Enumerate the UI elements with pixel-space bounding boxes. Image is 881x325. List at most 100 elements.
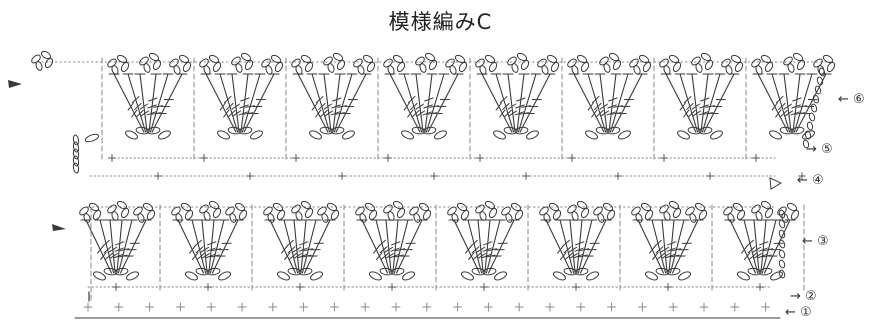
row3-treble-stitch (205, 253, 216, 259)
row6-treble-stitch (783, 103, 793, 110)
row3-picot (663, 211, 671, 221)
row6-picot (120, 61, 130, 73)
row3-chain-arch (586, 271, 599, 281)
row6-treble-stitch (775, 109, 782, 118)
row6-picot (235, 63, 243, 73)
row6-treble-stitch (790, 111, 800, 116)
row6-edge-chain (802, 139, 810, 149)
row6-treble-stitch (771, 73, 791, 133)
row3-picot (552, 209, 562, 221)
row3-picot (330, 209, 340, 221)
row3-treble-stitch (655, 246, 664, 254)
row6-treble-stitch (599, 103, 609, 110)
row3-treble-stitch (485, 254, 496, 258)
row3-picot (781, 213, 789, 223)
row3-edge-chain (778, 249, 786, 259)
row3-treble-stitch (293, 253, 302, 259)
row3-treble-stitch (749, 252, 758, 260)
row3-chain-arch (218, 271, 231, 281)
row3-picot (208, 200, 220, 210)
row6-treble-stitch (231, 73, 240, 133)
row3-treble-stitch (211, 248, 222, 252)
row3-treble-stitch (487, 219, 515, 274)
row3-treble-stitch (283, 219, 299, 274)
row3-picot (460, 209, 470, 221)
row3-treble-stitch (209, 254, 220, 258)
row3-treble-stitch (206, 247, 216, 252)
row3-treble-stitch (269, 219, 297, 274)
row6-treble-stitch (600, 110, 610, 117)
row3-treble-stitch (453, 219, 481, 274)
row6-picot (148, 52, 160, 62)
row3-treble-stitch (545, 219, 573, 274)
row6-picot (488, 61, 498, 73)
row6-edge-chain (804, 130, 812, 140)
row3-treble-stitch (669, 219, 685, 274)
row3-picot (543, 213, 551, 223)
row6-edge-chain (808, 112, 816, 122)
row6-treble-stitch (691, 103, 701, 110)
row3-treble-stitch (207, 241, 217, 246)
row3-treble-stitch (575, 241, 585, 246)
row3-treble-stitch (119, 219, 147, 274)
row6-treble-stitch (607, 104, 617, 109)
row6-treble-stitch (481, 73, 513, 133)
row6-picot (366, 61, 376, 73)
row3-treble-stitch (113, 253, 124, 259)
row3-treble-stitch (298, 247, 308, 252)
row3-chain-arch (645, 271, 658, 281)
row6-treble-stitch (596, 109, 604, 118)
row6-treble-stitch (332, 97, 342, 102)
row6-treble-stitch (703, 73, 735, 133)
row6-picot (116, 54, 128, 64)
row6-treble-stitch (410, 102, 418, 111)
row6-treble-stitch (422, 111, 432, 116)
row6-treble-stitch (139, 73, 148, 133)
row3-edge-chain (778, 209, 786, 219)
row6-treble-stitch (594, 102, 602, 111)
row3-picot (790, 209, 800, 221)
row3-treble-stitch (667, 241, 677, 246)
row3-treble-stitch (378, 239, 386, 247)
row6-picot (270, 54, 282, 64)
row6-treble-stitch (507, 73, 516, 133)
row3-treble-stitch (292, 246, 302, 253)
row6-treble-stitch (146, 111, 156, 116)
row3-treble-stitch (385, 253, 394, 259)
row6-treble-stitch (232, 110, 242, 117)
row6-treble-stitch (775, 95, 784, 104)
row6-picot (454, 54, 466, 64)
row3-treble-stitch (195, 246, 204, 254)
row6-treble-stitch (407, 109, 414, 118)
row3-picot (514, 209, 524, 221)
row3-treble-stitch (560, 252, 567, 261)
row3-picot (359, 213, 367, 223)
row3-treble-stitch (115, 241, 125, 246)
row3-picot (413, 213, 421, 223)
row3-picot (580, 207, 590, 219)
row3-start-marker (52, 224, 66, 231)
row3-picot (234, 202, 246, 212)
row3-treble-stitch (657, 252, 666, 260)
row6-treble-stitch (679, 73, 699, 133)
row6-picot (479, 65, 487, 75)
row6-treble-stitch (793, 73, 813, 133)
row3-treble-stitch (209, 219, 225, 274)
row3-treble-stitch (391, 241, 401, 246)
row3-treble-stitch (576, 219, 583, 274)
row6-treble-stitch (415, 103, 425, 110)
row6-treble-stitch (331, 104, 341, 109)
row3-chain-arch (553, 271, 566, 281)
row3-treble-stitch (297, 253, 308, 259)
row6-treble-stitch (330, 111, 340, 116)
row6-treble-stitch (573, 73, 605, 133)
row6-treble-stitch (504, 109, 512, 118)
row3-treble-stitch (652, 252, 659, 261)
row6-treble-stitch (516, 97, 526, 102)
row3-picot (276, 209, 286, 221)
row6-picot (419, 63, 427, 73)
row3-treble-stitch (375, 219, 391, 274)
row3-picot (92, 209, 102, 221)
row6-picot (541, 65, 549, 75)
